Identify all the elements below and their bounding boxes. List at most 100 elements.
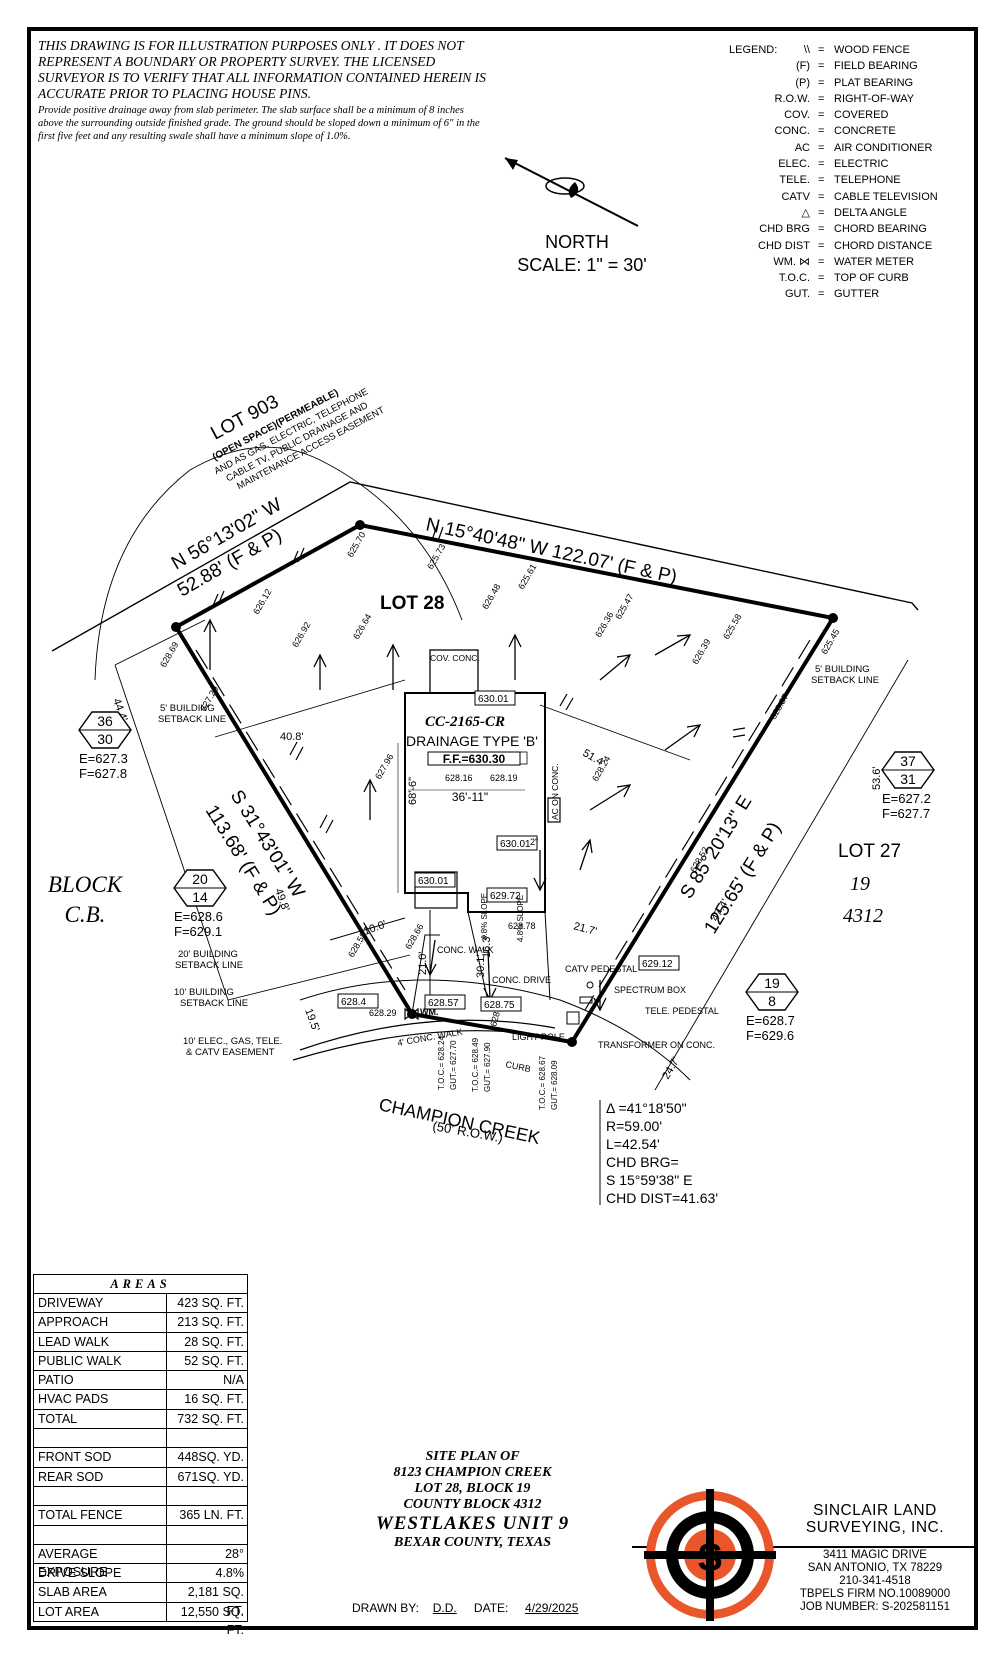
legend-abbr: COV. bbox=[784, 109, 810, 122]
legend-abbr: (P) bbox=[795, 76, 810, 89]
legend-equals: = bbox=[818, 44, 825, 56]
dimension-label: 16.3' bbox=[481, 934, 493, 958]
areas-value: 448SQ. YD. bbox=[177, 1450, 244, 1465]
areas-value: N/A bbox=[223, 1373, 244, 1388]
lot-marker-top: 36 bbox=[97, 713, 113, 729]
firm-tbpels: TBPELS FIRM NO.10089000 bbox=[799, 1588, 951, 1600]
legend-equals: = bbox=[818, 125, 825, 138]
areas-value: 423 SQ. FT. bbox=[177, 1296, 244, 1310]
legend-desc: COVERED bbox=[834, 109, 889, 122]
spot-elevation: 626.92 bbox=[290, 620, 312, 649]
legend-abbr: \\ bbox=[803, 44, 810, 56]
north-arrow-icon bbox=[504, 157, 639, 227]
spot-elevation: 625.61 bbox=[516, 562, 538, 591]
areas-key bbox=[34, 1525, 167, 1544]
areas-value: 16 SQ. FT. bbox=[184, 1392, 244, 1407]
svg-text:CHD DIST=41.63': CHD DIST=41.63' bbox=[606, 1190, 718, 1206]
setback-5-left-2: SETBACK LINE bbox=[158, 714, 226, 725]
legend-equals: = bbox=[818, 239, 825, 252]
firm-address-1: 3411 MAGIC DRIVE bbox=[823, 1549, 927, 1561]
areas-key bbox=[34, 1429, 167, 1448]
legend-desc: FIELD BEARING bbox=[834, 60, 918, 73]
lot-marker-bottom: 14 bbox=[192, 889, 208, 905]
title-line2: 8123 CHAMPION CREEK bbox=[393, 1465, 552, 1480]
legend-desc: ELECTRIC bbox=[834, 158, 889, 171]
dimension-label: 21.0' bbox=[417, 951, 429, 975]
spot-elevation: 628.66 bbox=[403, 922, 425, 951]
slope-label-1: 4.8% SLOPE bbox=[480, 893, 489, 940]
lot-marker-existing: E=628.7 bbox=[746, 1013, 795, 1028]
areas-value: 28 SQ. FT. bbox=[184, 1334, 244, 1349]
legend-abbr: GUT. bbox=[784, 288, 810, 301]
legend-abbr: AC bbox=[794, 141, 810, 154]
areas-key: PATIO bbox=[34, 1371, 167, 1390]
legend-row: CHD DIST=CHORD DISTANCE bbox=[715, 238, 938, 254]
legend-row: (P)=PLAT BEARING bbox=[715, 75, 938, 91]
lot-marker-finished: F=627.8 bbox=[79, 766, 127, 781]
svg-text:R=59.00': R=59.00' bbox=[606, 1118, 662, 1134]
areas-row bbox=[34, 1525, 247, 1545]
spot-elevation: 628.87 bbox=[768, 692, 790, 721]
areas-key: TOTAL FENCE bbox=[34, 1506, 167, 1525]
legend-row: \\ = WOOD FENCE bbox=[715, 42, 938, 58]
legend-desc: AIR CONDITIONER bbox=[834, 141, 933, 154]
title-subdivision: WESTLAKES UNIT 9 bbox=[375, 1513, 570, 1534]
legend: LEGEND: \\=WOOD FENCE(F)=FIELD BEARING(P… bbox=[725, 42, 938, 303]
legend-desc: CONCRETE bbox=[834, 125, 896, 138]
svg-text:S 15°59'38" E: S 15°59'38" E bbox=[606, 1172, 692, 1188]
catv-pedestal-label: CATV PEDESTAL bbox=[565, 964, 637, 974]
boxed-elevation: 629.12 bbox=[642, 959, 673, 970]
legend-row: △=DELTA ANGLE bbox=[715, 205, 938, 221]
legend-desc: GUTTER bbox=[834, 288, 880, 301]
legend-row: WM. ⋈=WATER METER bbox=[715, 254, 938, 270]
dimension-label: 10.0' bbox=[362, 918, 388, 937]
areas-key: REAR SOD bbox=[34, 1467, 167, 1486]
drainage-type: DRAINAGE TYPE 'B' bbox=[406, 733, 538, 749]
areas-value bbox=[167, 1429, 247, 1447]
spot-elevation: 626.39 bbox=[690, 637, 712, 666]
spot-elevation: 626.48 bbox=[480, 582, 502, 611]
setback-10-2: SETBACK LINE bbox=[180, 998, 248, 1009]
areas-value: 732 SQ. FT. bbox=[177, 1411, 244, 1426]
areas-key: HVAC PADS bbox=[34, 1390, 167, 1409]
spot-elevation: 628.78 bbox=[508, 921, 536, 931]
spot-elevation: 628.69 bbox=[158, 640, 180, 669]
legend-equals: = bbox=[818, 190, 825, 203]
firm-job-number: JOB NUMBER: S-202581151 bbox=[800, 1601, 950, 1613]
firm-address-2: SAN ANTONIO, TX 78229 bbox=[807, 1562, 943, 1574]
water-meter-label: WM. bbox=[420, 1007, 439, 1017]
legend-abbr: (F) bbox=[795, 60, 810, 73]
cov-conc-label: COV. CONC. bbox=[430, 653, 480, 663]
setback-20-2: SETBACK LINE bbox=[175, 960, 243, 971]
firm-phone: 210-341-4518 bbox=[839, 1575, 911, 1587]
areas-row bbox=[34, 1486, 247, 1507]
dimension-label: 24.7' bbox=[660, 1055, 682, 1081]
legend-row: CATV = CABLE TELEVISION bbox=[715, 189, 938, 205]
legend-desc: CABLE TELEVISION bbox=[834, 190, 938, 203]
catv-pedestal-icon bbox=[586, 981, 594, 989]
lot-marker-top: 19 bbox=[764, 975, 780, 991]
areas-value bbox=[167, 1526, 247, 1544]
boxed-elevation: 630.01 bbox=[418, 876, 449, 887]
areas-key: DRIVE SLOPE bbox=[34, 1564, 167, 1583]
drawing-border bbox=[27, 27, 978, 1630]
legend-desc: WOOD FENCE bbox=[834, 44, 910, 56]
legend-abbr: WM. ⋈ bbox=[773, 255, 810, 268]
legend-desc: TOP OF CURB bbox=[834, 272, 909, 285]
house-depth-dim: 68'-6" bbox=[407, 777, 419, 805]
setback-5-right-1: 5' BUILDING bbox=[815, 664, 870, 675]
svg-text:CHD BRG=: CHD BRG= bbox=[606, 1154, 679, 1170]
spot-elevation: 626.64 bbox=[351, 612, 373, 641]
legend-abbr: CATV bbox=[781, 190, 810, 203]
